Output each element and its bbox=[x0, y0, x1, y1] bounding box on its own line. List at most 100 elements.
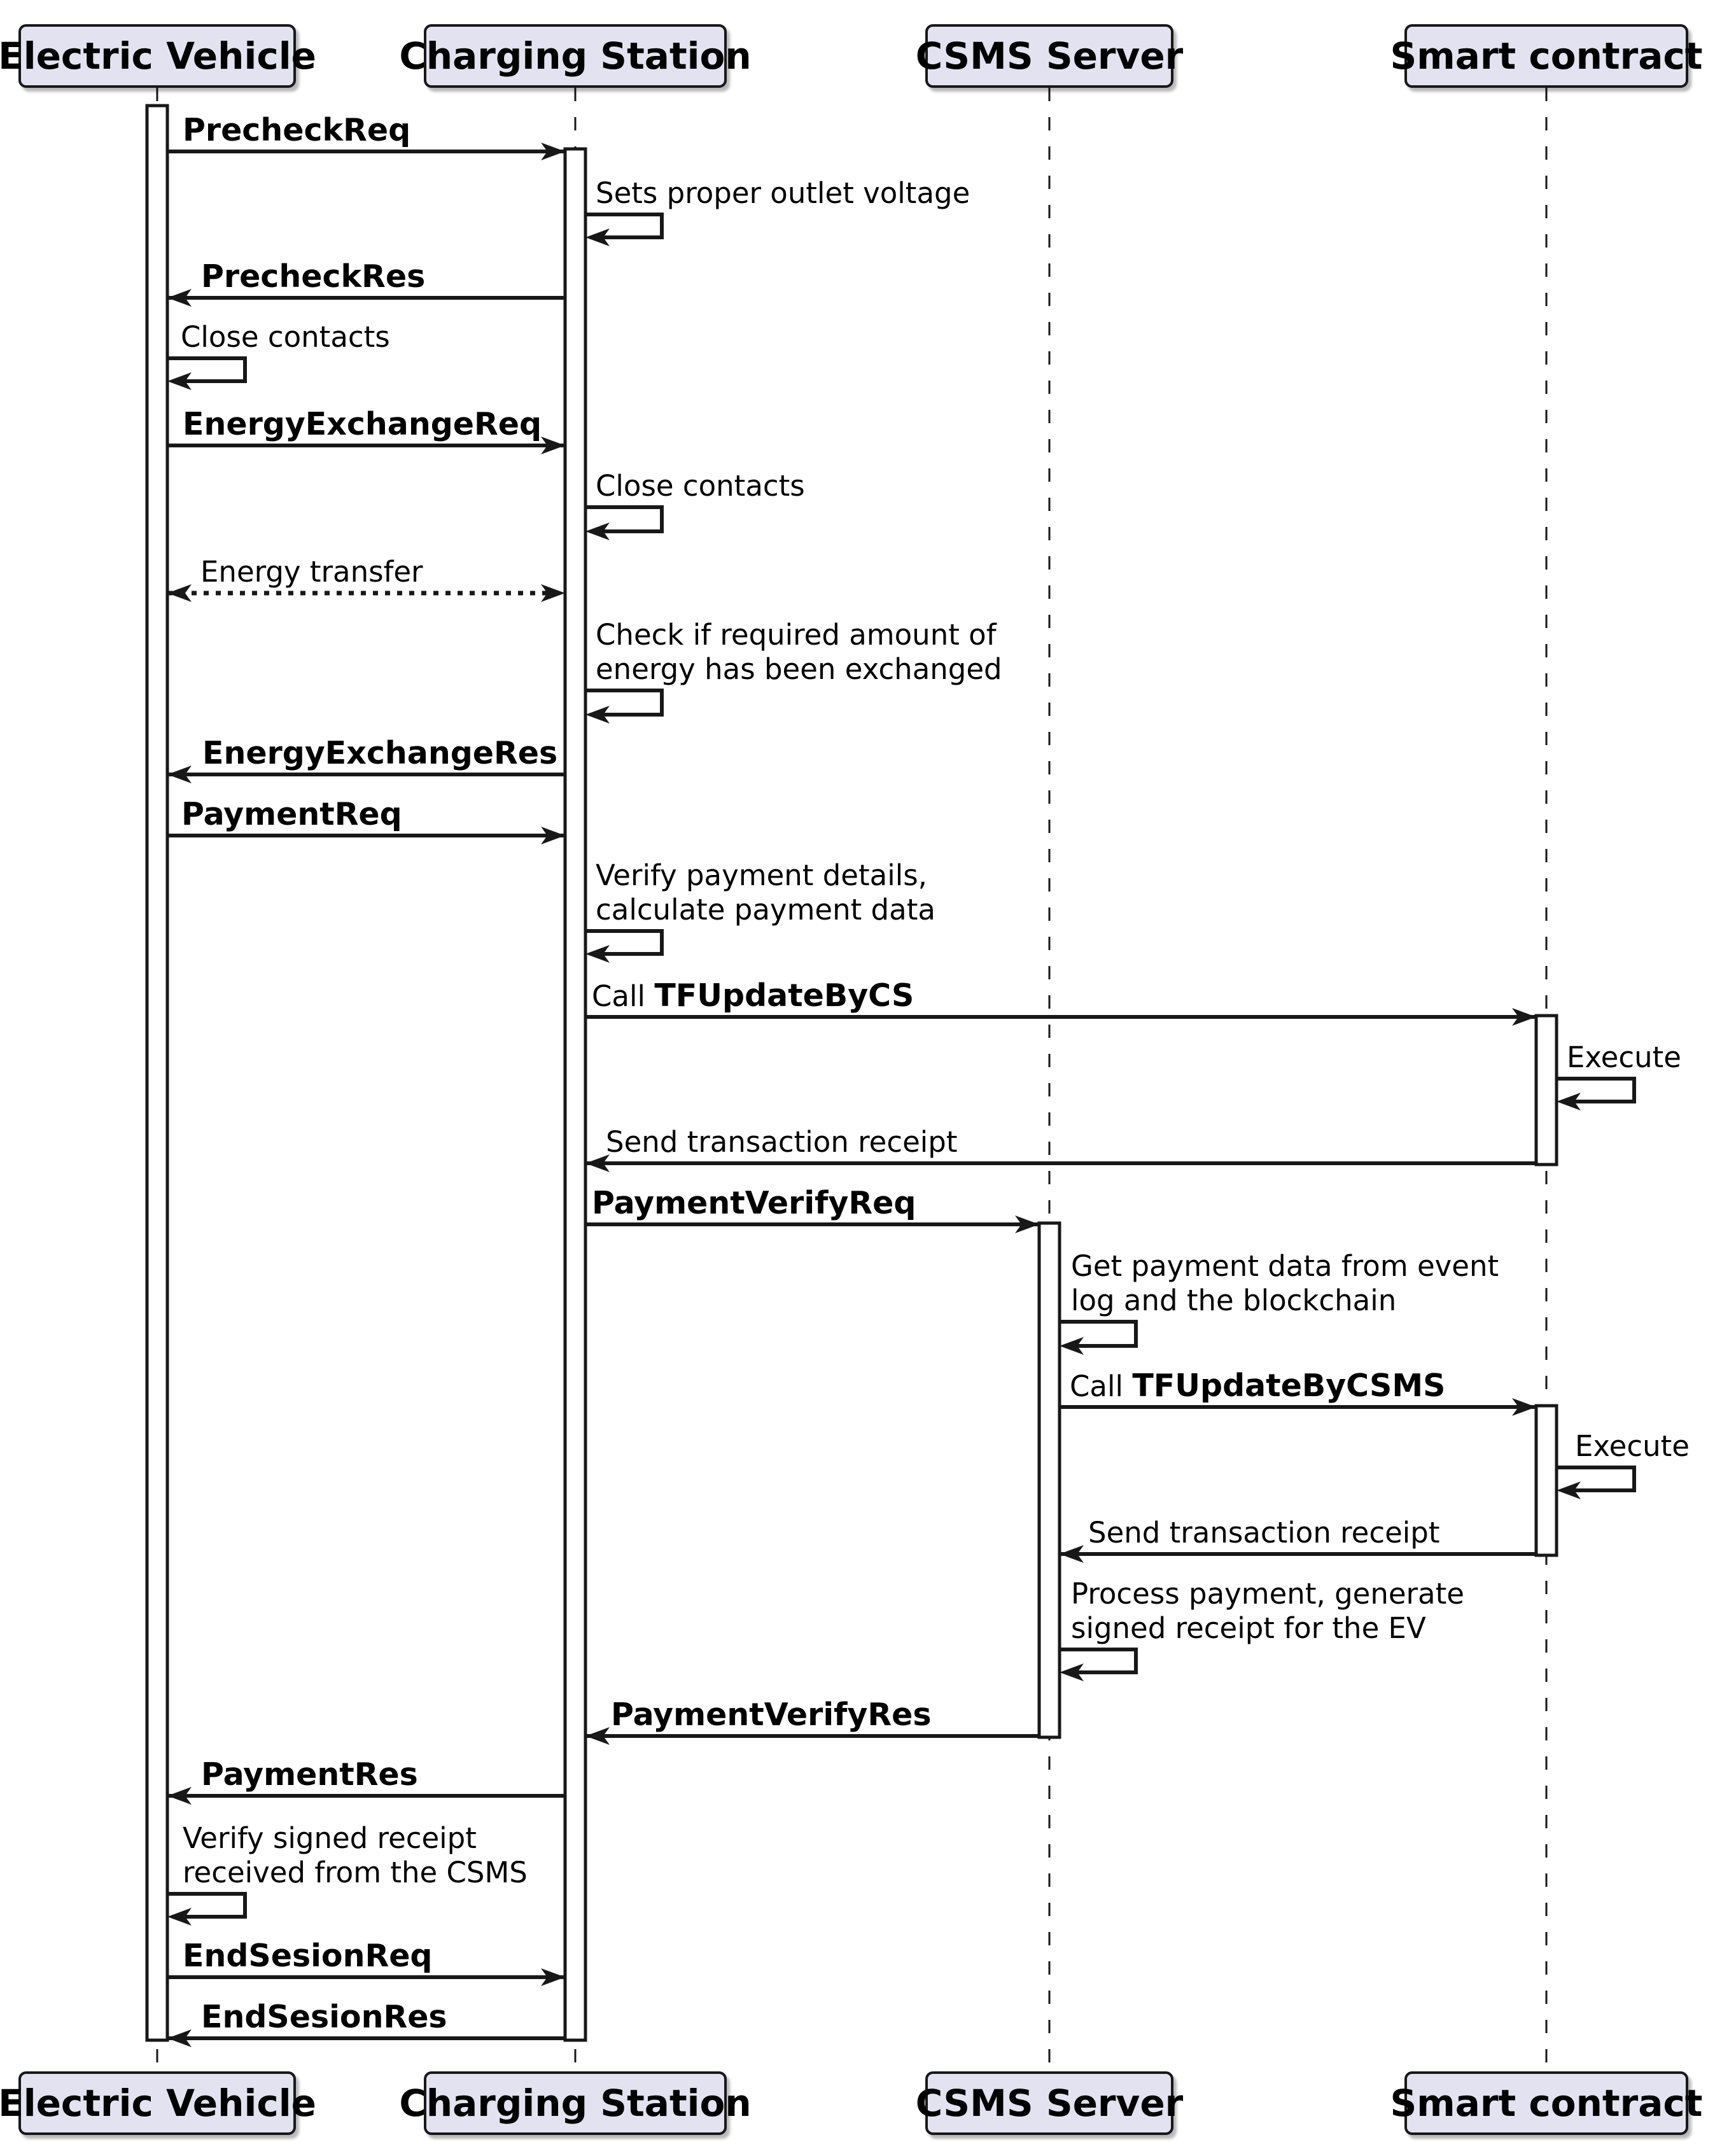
message-label-paymentres: PaymentRes bbox=[201, 1758, 418, 1793]
message-label-close-contacts: Close contacts bbox=[181, 320, 390, 354]
self-message-loop-execute bbox=[1557, 1466, 1636, 1492]
message-label-text: energy has been exchanged bbox=[596, 652, 1002, 686]
message-label-line: EnergyExchangeRes bbox=[202, 736, 557, 771]
activation-bar-sc bbox=[1534, 1404, 1558, 1557]
message-label-text: Execute bbox=[1567, 1040, 1681, 1074]
self-message-loop-sets-proper-outlet-voltage bbox=[585, 213, 664, 239]
self-message-loop-verify-signed-receipt bbox=[167, 1892, 247, 1919]
message-label-line: calculate payment data bbox=[596, 893, 935, 927]
arrowhead-icon bbox=[541, 143, 565, 160]
message-label-text-bold: EndSesionRes bbox=[201, 1999, 447, 2035]
message-label-text: Send transaction receipt bbox=[1088, 1516, 1440, 1550]
message-label-close-contacts: Close contacts bbox=[596, 469, 805, 503]
message-label-text-bold: TFUpdateByCSMS bbox=[1132, 1368, 1446, 1404]
participant-box-top-ev: Electric Vehicle bbox=[0, 24, 316, 88]
participant-box-top-sc: Smart contract bbox=[1390, 24, 1702, 88]
message-label-line: PaymentVerifyRes bbox=[611, 1698, 932, 1733]
message-label-text-bold: PaymentRes bbox=[201, 1756, 418, 1793]
arrowhead-icon bbox=[1557, 1093, 1581, 1110]
message-label-text-bold: PrecheckReq bbox=[183, 112, 411, 148]
arrowhead-icon bbox=[167, 584, 192, 602]
arrowhead-icon bbox=[541, 1968, 565, 1986]
message-label-line: Execute bbox=[1575, 1429, 1690, 1464]
message-label-text: Verify signed receipt bbox=[183, 1821, 477, 1855]
message-label-energyexchangereq: EnergyExchangeReq bbox=[183, 407, 542, 442]
message-label-line: log and the blockchain bbox=[1071, 1284, 1499, 1318]
message-label-text-bold: PaymentVerifyReq bbox=[592, 1185, 916, 1221]
message-label-text: Energy transfer bbox=[200, 555, 423, 589]
message-label-text: Check if required amount of bbox=[596, 618, 997, 652]
message-label-line: PrecheckRes bbox=[201, 260, 425, 295]
arrowhead-icon bbox=[1557, 1481, 1581, 1499]
message-label-energyexchangeres: EnergyExchangeRes bbox=[202, 736, 557, 771]
message-label-paymentverifyres: PaymentVerifyRes bbox=[611, 1698, 932, 1733]
participant-box-bottom-cs: Charging Station bbox=[399, 2071, 752, 2135]
message-label-line: Call TFUpdateByCS bbox=[592, 979, 914, 1014]
activation-bar-ev bbox=[145, 104, 169, 2042]
participant-box-top-cs: Charging Station bbox=[399, 24, 752, 88]
arrowhead-icon bbox=[541, 827, 565, 844]
self-message-loop-execute bbox=[1557, 1077, 1636, 1103]
message-label-call-tfupdatebycsms: Call TFUpdateByCSMS bbox=[1070, 1369, 1445, 1404]
participant-label: CSMS Server bbox=[915, 34, 1184, 78]
arrowhead-icon bbox=[167, 2029, 192, 2047]
message-label-text: Close contacts bbox=[181, 320, 390, 354]
activation-bar-cs bbox=[563, 147, 587, 2042]
message-label-text-bold: EnergyExchangeReq bbox=[183, 406, 542, 442]
arrowhead-icon bbox=[1512, 1008, 1536, 1026]
message-label-line: Verify signed receipt bbox=[183, 1821, 528, 1856]
arrowhead-icon bbox=[541, 437, 565, 454]
message-label-paymentverifyreq: PaymentVerifyReq bbox=[592, 1186, 916, 1221]
self-message-loop-verify-payment-details bbox=[585, 929, 664, 956]
self-message-loop-check-if-required-amount-of bbox=[585, 689, 664, 717]
participant-label: CSMS Server bbox=[915, 2082, 1184, 2125]
self-message-loop-get-payment-data-from-event bbox=[1060, 1320, 1138, 1348]
message-label-line: Verify payment details, bbox=[596, 858, 935, 893]
message-label-line: PaymentRes bbox=[201, 1758, 418, 1793]
message-label-text: Send transaction receipt bbox=[606, 1125, 958, 1159]
participant-label: Smart contract bbox=[1390, 34, 1703, 78]
message-label-line: EndSesionRes bbox=[201, 2000, 447, 2035]
participant-label: Charging Station bbox=[399, 34, 752, 78]
arrowhead-icon bbox=[585, 522, 610, 540]
message-label-text-bold: PaymentVerifyRes bbox=[611, 1697, 932, 1733]
message-label-execute: Execute bbox=[1567, 1040, 1681, 1075]
arrowhead-icon bbox=[167, 289, 192, 307]
participant-box-bottom-ev: Electric Vehicle bbox=[0, 2071, 316, 2135]
arrowhead-icon bbox=[167, 1908, 192, 1926]
message-label-verify-payment-details: Verify payment details,calculate payment… bbox=[596, 858, 935, 927]
message-label-text-bold: PrecheckRes bbox=[201, 258, 426, 295]
participant-label: Electric Vehicle bbox=[0, 2082, 316, 2125]
arrowhead-icon bbox=[1512, 1398, 1536, 1416]
arrowhead-icon bbox=[541, 584, 565, 602]
arrowhead-icon bbox=[1015, 1215, 1039, 1233]
participant-label: Smart contract bbox=[1390, 2082, 1703, 2125]
arrowhead-icon bbox=[585, 1727, 610, 1745]
activation-bar-sc bbox=[1534, 1014, 1558, 1166]
self-message-loop-process-payment-generate bbox=[1060, 1648, 1138, 1674]
message-label-line: Send transaction receipt bbox=[606, 1125, 957, 1159]
arrowhead-icon bbox=[585, 945, 610, 963]
message-label-text-bold: PaymentReq bbox=[181, 796, 402, 832]
self-message-loop-close-contacts bbox=[585, 505, 664, 533]
message-label-paymentreq: PaymentReq bbox=[181, 797, 402, 832]
participant-box-bottom-sc: Smart contract bbox=[1390, 2071, 1702, 2135]
message-label-precheckreq: PrecheckReq bbox=[183, 113, 410, 148]
message-label-line: Energy transfer bbox=[200, 555, 423, 589]
arrowhead-icon bbox=[167, 1787, 192, 1805]
message-label-line: PaymentReq bbox=[181, 797, 402, 832]
message-label-line: EndSesionReq bbox=[183, 1939, 433, 1974]
arrowhead-icon bbox=[167, 372, 192, 390]
message-label-text: calculate payment data bbox=[596, 893, 935, 927]
message-label-line: Call TFUpdateByCSMS bbox=[1070, 1369, 1445, 1404]
message-label-endsesionres: EndSesionRes bbox=[201, 2000, 447, 2035]
participant-label: Electric Vehicle bbox=[0, 34, 316, 78]
participant-label: Charging Station bbox=[399, 2082, 752, 2125]
message-label-text: Call bbox=[1070, 1369, 1133, 1403]
participant-box-top-csms: CSMS Server bbox=[916, 24, 1183, 88]
